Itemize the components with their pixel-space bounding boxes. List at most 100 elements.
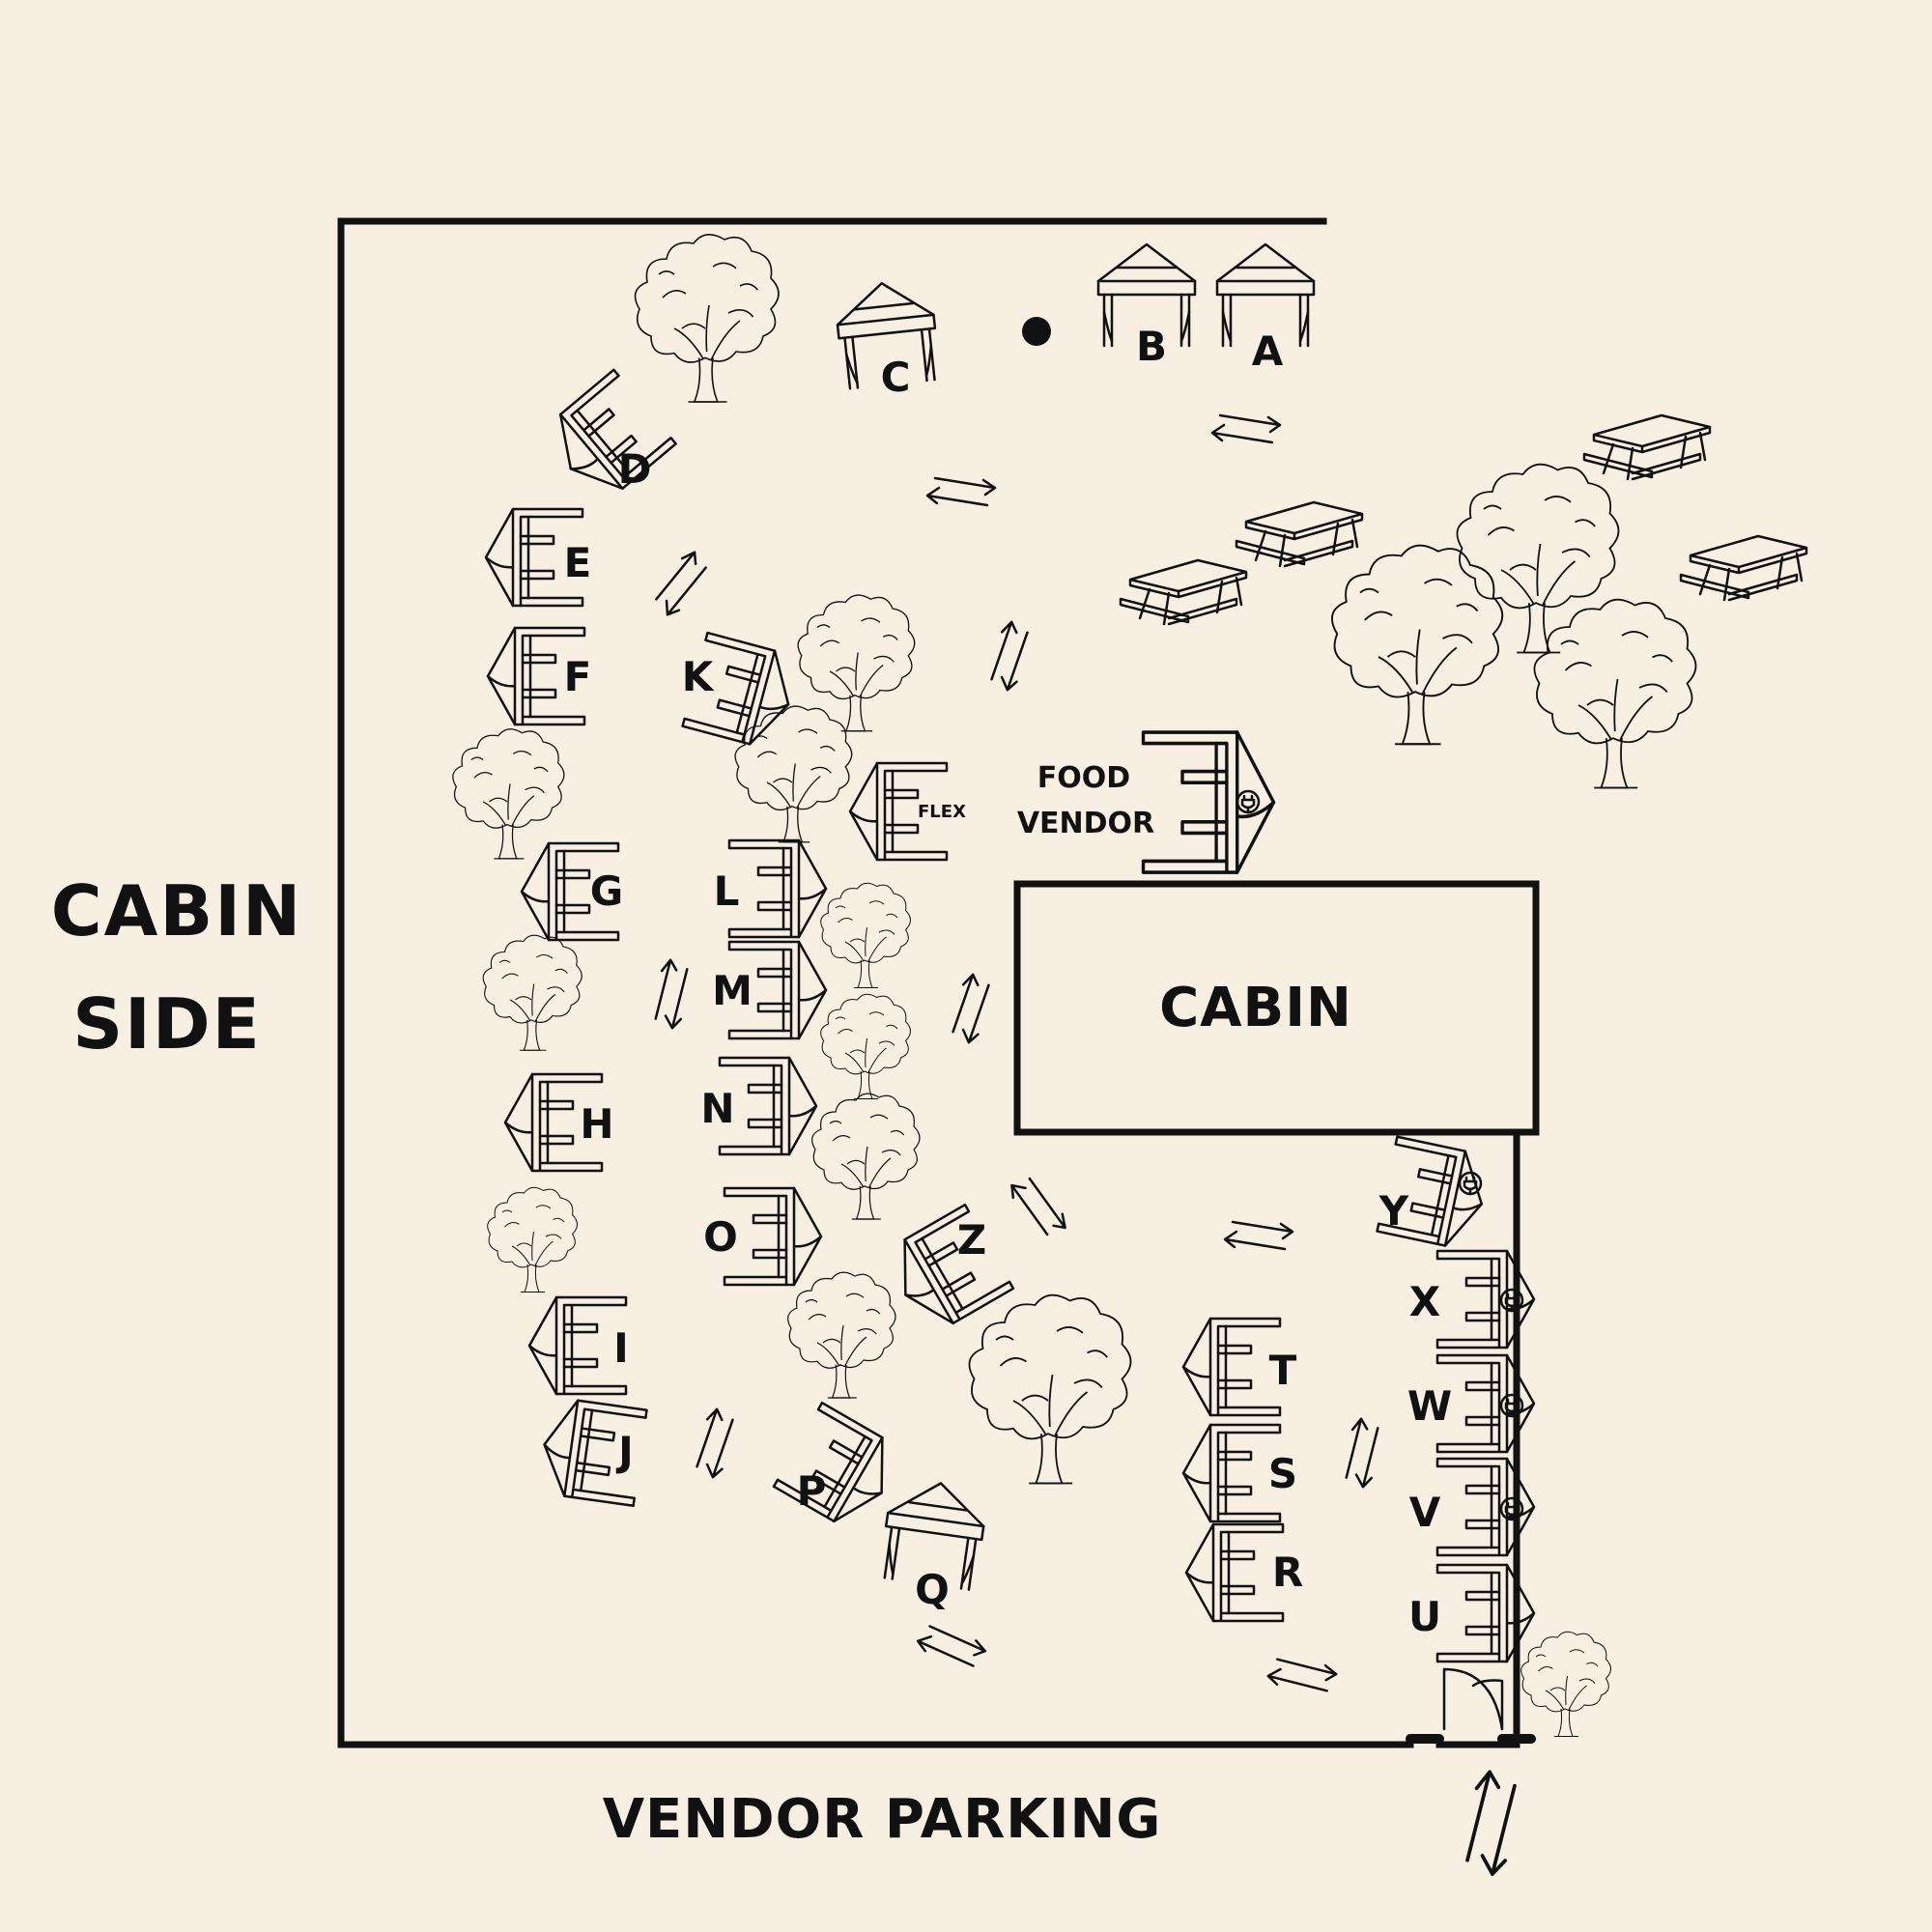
two-way-arrow-icon	[1464, 1769, 1518, 1878]
tree-icon	[820, 993, 911, 1099]
stall-g[interactable]: G	[520, 841, 623, 942]
stall-a[interactable]: A	[1215, 242, 1316, 375]
stall-f[interactable]: F	[486, 626, 592, 726]
stall-e-label: E	[564, 539, 592, 586]
stall-r[interactable]: R	[1184, 1522, 1303, 1623]
stall-food-vendor[interactable]: FOOD VENDOR	[1017, 730, 1276, 874]
vendor-tent-icon	[880, 1203, 1015, 1339]
stall-o[interactable]: O	[703, 1186, 823, 1287]
stall-p-label: P	[797, 1467, 827, 1515]
power-plug-icon	[1236, 789, 1261, 814]
stall-t[interactable]: T	[1181, 1317, 1297, 1417]
stall-f-label: F	[564, 653, 592, 700]
tree-icon	[482, 934, 582, 1051]
stall-z[interactable]: Z	[880, 1203, 1015, 1339]
cabin-side-label-line2: SIDE	[72, 983, 262, 1065]
stall-u[interactable]: U	[1408, 1563, 1536, 1663]
tree-icon	[734, 705, 853, 843]
stall-a-label: A	[1252, 327, 1284, 375]
stall-x-label: X	[1409, 1278, 1440, 1325]
two-way-arrow-icon	[914, 1623, 989, 1669]
vendor-tent-icon	[527, 1295, 628, 1396]
vendor-parking-label: VENDOR PARKING	[603, 1788, 1162, 1851]
stall-m-label: M	[712, 967, 753, 1014]
vendor-tent-icon	[772, 1401, 907, 1537]
two-way-arrow-icon	[653, 957, 690, 1031]
stall-t-label: T	[1269, 1347, 1297, 1394]
cabin-side-label-line1: CABIN	[51, 870, 303, 952]
stall-y[interactable]: Y	[1376, 1135, 1493, 1253]
stall-x[interactable]: X	[1409, 1249, 1536, 1350]
vendor-tent-icon	[727, 838, 828, 939]
stall-k-label: K	[682, 653, 715, 700]
entrance-gate[interactable]	[1442, 1667, 1504, 1731]
food-vendor-label-line2: VENDOR	[1017, 807, 1154, 840]
stall-v-label: V	[1409, 1489, 1441, 1536]
tree-icon	[1520, 1631, 1611, 1737]
picnic-table-icon	[1119, 558, 1248, 626]
stall-i-label: I	[613, 1324, 629, 1372]
vendor-tent-icon	[1181, 1317, 1282, 1417]
stall-y-label: Y	[1378, 1187, 1409, 1235]
stall-h-label: H	[580, 1100, 613, 1148]
stall-h[interactable]: H	[503, 1072, 614, 1173]
two-way-arrow-icon	[1223, 1220, 1294, 1251]
stall-p[interactable]: P	[772, 1401, 907, 1537]
stall-g-label: G	[590, 867, 623, 915]
stall-s[interactable]: S	[1181, 1423, 1297, 1523]
two-way-arrow-icon	[925, 476, 997, 507]
stall-i[interactable]: I	[527, 1295, 629, 1396]
tree-icon	[797, 594, 916, 732]
stall-j[interactable]: J	[536, 1395, 648, 1508]
stall-d[interactable]: D	[538, 368, 677, 507]
stall-l[interactable]: L	[714, 838, 828, 939]
two-way-arrow-icon	[694, 1406, 736, 1481]
stall-r-label: R	[1272, 1548, 1303, 1596]
two-way-arrow-icon	[1265, 1657, 1339, 1693]
stall-q[interactable]: Q	[877, 1475, 990, 1613]
stall-b[interactable]: B	[1096, 242, 1197, 370]
tree-icon	[820, 882, 911, 988]
two-way-arrow-icon	[1344, 1416, 1380, 1490]
tree-icon	[811, 1093, 921, 1220]
tree-icon	[787, 1271, 896, 1399]
stall-l-label: L	[714, 867, 740, 915]
stall-q-label: Q	[915, 1566, 950, 1613]
picnic-table-icon	[1679, 534, 1808, 602]
vendor-tent-icon	[1184, 1522, 1285, 1623]
two-way-arrow-icon	[651, 546, 711, 621]
power-plug-icon	[1458, 1171, 1483, 1196]
tree-icon	[452, 728, 565, 860]
picnic-table-icon	[1235, 500, 1364, 568]
dot-marker-icon	[1022, 317, 1051, 346]
stall-w-label: W	[1407, 1382, 1452, 1430]
tree-icon	[634, 234, 780, 403]
stall-c[interactable]: C	[832, 276, 942, 401]
two-way-arrow-icon	[1004, 1172, 1073, 1241]
stall-v[interactable]: V	[1409, 1457, 1536, 1557]
stall-n[interactable]: N	[700, 1056, 818, 1156]
stall-j-label: J	[615, 1428, 634, 1475]
stall-z-label: Z	[957, 1216, 986, 1264]
tree-icon	[1533, 598, 1697, 789]
stall-n-label: N	[700, 1085, 734, 1132]
tree-icon	[1330, 544, 1504, 746]
stall-e[interactable]: E	[484, 507, 592, 608]
stall-o-label: O	[703, 1213, 738, 1261]
stall-w[interactable]: W	[1407, 1353, 1536, 1454]
stall-m[interactable]: M	[712, 940, 828, 1040]
stall-flex[interactable]: FLEX	[848, 761, 966, 862]
stall-c-label: C	[881, 354, 911, 401]
tree-icon	[1456, 463, 1620, 654]
stall-k[interactable]: K	[681, 631, 803, 753]
stall-u-label: U	[1408, 1593, 1441, 1640]
stall-d-label: D	[618, 445, 652, 493]
venue-boundary	[337, 217, 1520, 1748]
cabin-building	[1013, 880, 1540, 1136]
vendor-tent-icon	[538, 368, 677, 507]
vendor-tent-icon	[723, 1186, 823, 1287]
cabin-label: CABIN	[1159, 977, 1352, 1039]
tree-icon	[968, 1293, 1132, 1485]
picnic-table-icon	[1582, 413, 1712, 481]
